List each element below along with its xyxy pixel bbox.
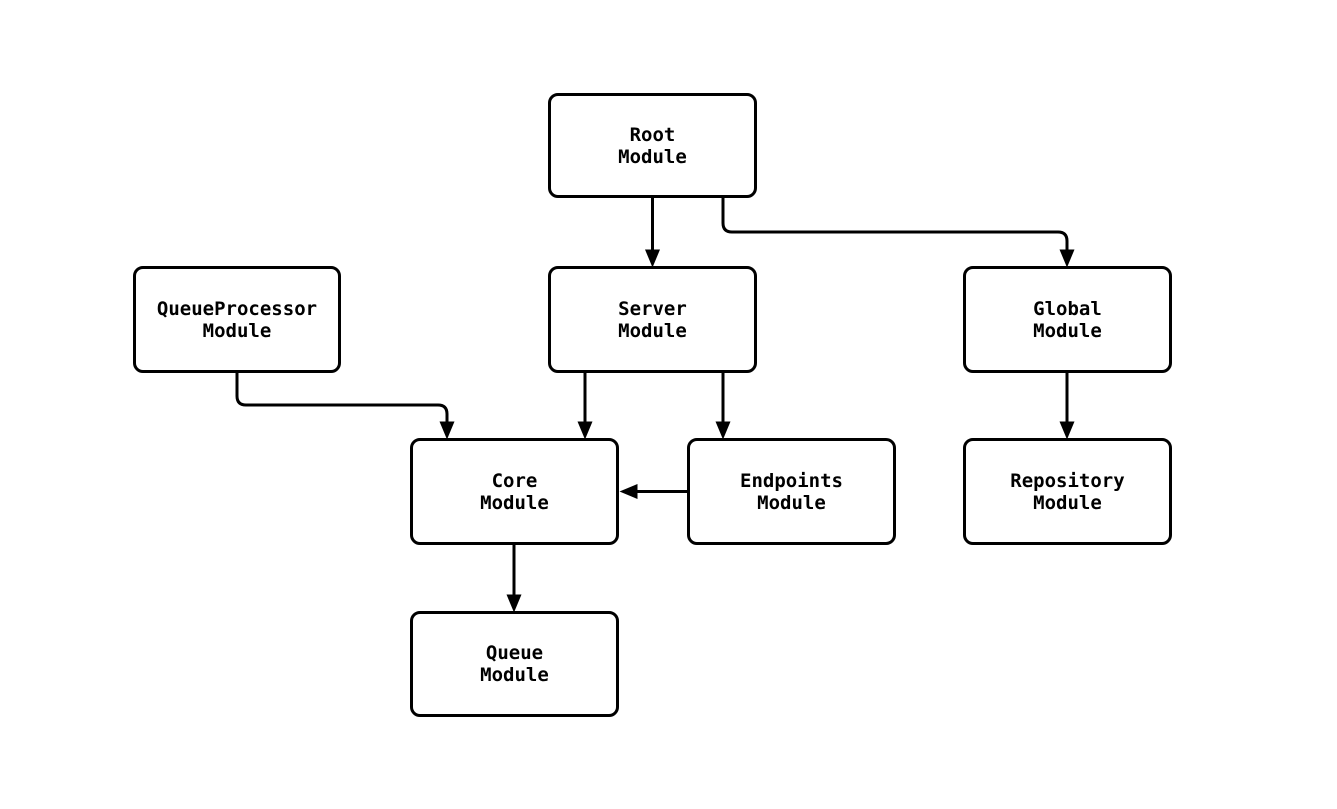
node-label-line: Module [618, 145, 687, 168]
node-label-line: Module [1033, 319, 1102, 342]
edge-root-module-to-global-module [721, 198, 1075, 268]
edge-queueprocessor-module-to-core-module [235, 373, 455, 440]
node-label-line: Module [618, 319, 687, 342]
node-label-line: Module [480, 491, 549, 514]
node-label-line: Queue [485, 642, 544, 664]
node-label-line: Module [757, 491, 826, 514]
node-label-line: Repository [1010, 469, 1125, 492]
node-label-line: Server [618, 297, 687, 320]
node-label-line: Global [1033, 297, 1102, 320]
node-label-line: Module [1033, 491, 1102, 514]
node-label-line: Root [629, 123, 676, 146]
node-label-line: Endpoints [740, 469, 843, 492]
node-label-line: Core [491, 469, 538, 492]
node-label-line: Module [480, 664, 549, 686]
node-label-line: QueueProcessor [156, 297, 318, 320]
node-label-line: Module [202, 319, 272, 342]
